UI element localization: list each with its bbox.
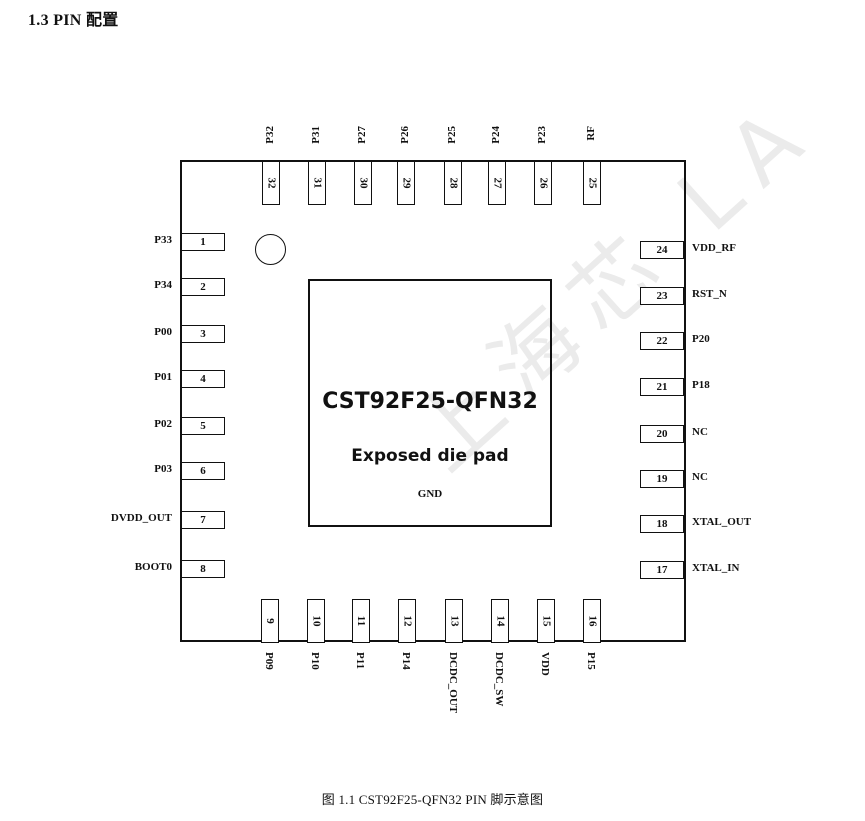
pin-label-28: P25 [446,126,458,144]
pin-number-9: 9 [264,618,276,624]
pin-pad-2: 2 [181,278,225,296]
pin-pad-17: 17 [640,561,684,579]
pin-label-10: P10 [309,652,321,670]
pin-pad-22: 22 [640,332,684,350]
chip-package-outline [180,160,686,642]
pin-pad-23: 23 [640,287,684,305]
pin-pad-3: 3 [181,325,225,343]
pin-pad-28: 28 [444,161,462,205]
pin-number-12: 12 [401,615,413,627]
pin-pad-20: 20 [640,425,684,443]
pin-label-14: DCDC_SW [493,652,505,707]
pin-pad-31: 31 [308,161,326,205]
pin-label-4: P01 [154,371,172,383]
pin-number-10: 10 [310,615,322,627]
pin-label-3: P00 [154,326,172,338]
pin-pad-19: 19 [640,470,684,488]
pin-number-31: 31 [311,177,323,189]
section-heading: 1.3 PIN 配置 [28,12,119,29]
pin-number-29: 29 [400,177,412,189]
pin-label-31: P31 [310,126,322,144]
pin-number-28: 28 [447,177,459,189]
pin-label-20: NC [692,426,708,438]
pin-label-27: P24 [490,126,502,144]
pin-pad-24: 24 [640,241,684,259]
pin-number-11: 11 [355,615,367,627]
pin-label-15: VDD [539,652,551,676]
pin-pad-6: 6 [181,462,225,480]
pin-label-7: DVDD_OUT [110,512,172,524]
pin-label-29: P26 [399,126,411,144]
pin-label-16: P15 [585,652,597,670]
pin-label-1: P33 [154,234,172,246]
pin-pad-16: 16 [583,599,601,643]
pin-label-6: P03 [154,463,172,475]
pin-number-14: 14 [494,615,506,627]
pin-pad-29: 29 [397,161,415,205]
pin-number-26: 26 [537,177,549,189]
pin-pad-5: 5 [181,417,225,435]
pin-number-25: 25 [586,177,598,189]
chip-subtitle: Exposed die pad [351,446,509,466]
pin-number-13: 13 [448,615,460,627]
pin-pad-15: 15 [537,599,555,643]
pin-label-22: P20 [692,333,710,345]
pin-label-17: XTAL_IN [692,562,740,574]
pin-label-13: DCDC_OUT [447,652,459,714]
pin-pad-1: 1 [181,233,225,251]
pin-label-30: P27 [356,126,368,144]
pin-pad-27: 27 [488,161,506,205]
pin-pad-32: 32 [262,161,280,205]
pin-pad-26: 26 [534,161,552,205]
pin-number-16: 16 [586,615,598,627]
pin-label-26: P23 [536,126,548,144]
pin-label-21: P18 [692,379,710,391]
pin-pad-7: 7 [181,511,225,529]
pin-number-15: 15 [540,615,552,627]
pin-pad-30: 30 [354,161,372,205]
pin-label-8: BOOT0 [134,561,172,573]
pin-pad-14: 14 [491,599,509,643]
pin-pad-12: 12 [398,599,416,643]
pin-pad-9: 9 [261,599,279,643]
chip-title: CST92F25-QFN32 [322,389,538,414]
pin-label-23: RST_N [692,288,727,300]
pin-pad-21: 21 [640,378,684,396]
pin-label-32: P32 [264,126,276,144]
pin-label-25: RF [585,126,597,141]
pin-label-2: P34 [154,279,172,291]
pin-label-11: P11 [354,652,366,670]
pin-label-9: P09 [263,652,275,670]
die-pad-label: GND [417,488,443,500]
pin-label-12: P14 [400,652,412,670]
pin-label-19: NC [692,471,708,483]
pin-label-24: VDD_RF [692,242,736,254]
pin-label-5: P02 [154,418,172,430]
pin-number-27: 27 [491,177,503,189]
pin-pad-8: 8 [181,560,225,578]
pin-number-32: 32 [265,177,277,189]
pin-pad-4: 4 [181,370,225,388]
pin-pad-25: 25 [583,161,601,205]
pin-pad-13: 13 [445,599,463,643]
pin-number-30: 30 [357,177,369,189]
figure-caption: 图 1.1 CST92F25-QFN32 PIN 脚示意图 [321,792,544,807]
pin-pad-18: 18 [640,515,684,533]
pin1-indicator-icon [255,234,286,265]
pin-pad-10: 10 [307,599,325,643]
pin-label-18: XTAL_OUT [692,516,752,528]
exposed-die-pad: CST92F25-QFN32 Exposed die pad GND [308,279,552,527]
pin-pad-11: 11 [352,599,370,643]
